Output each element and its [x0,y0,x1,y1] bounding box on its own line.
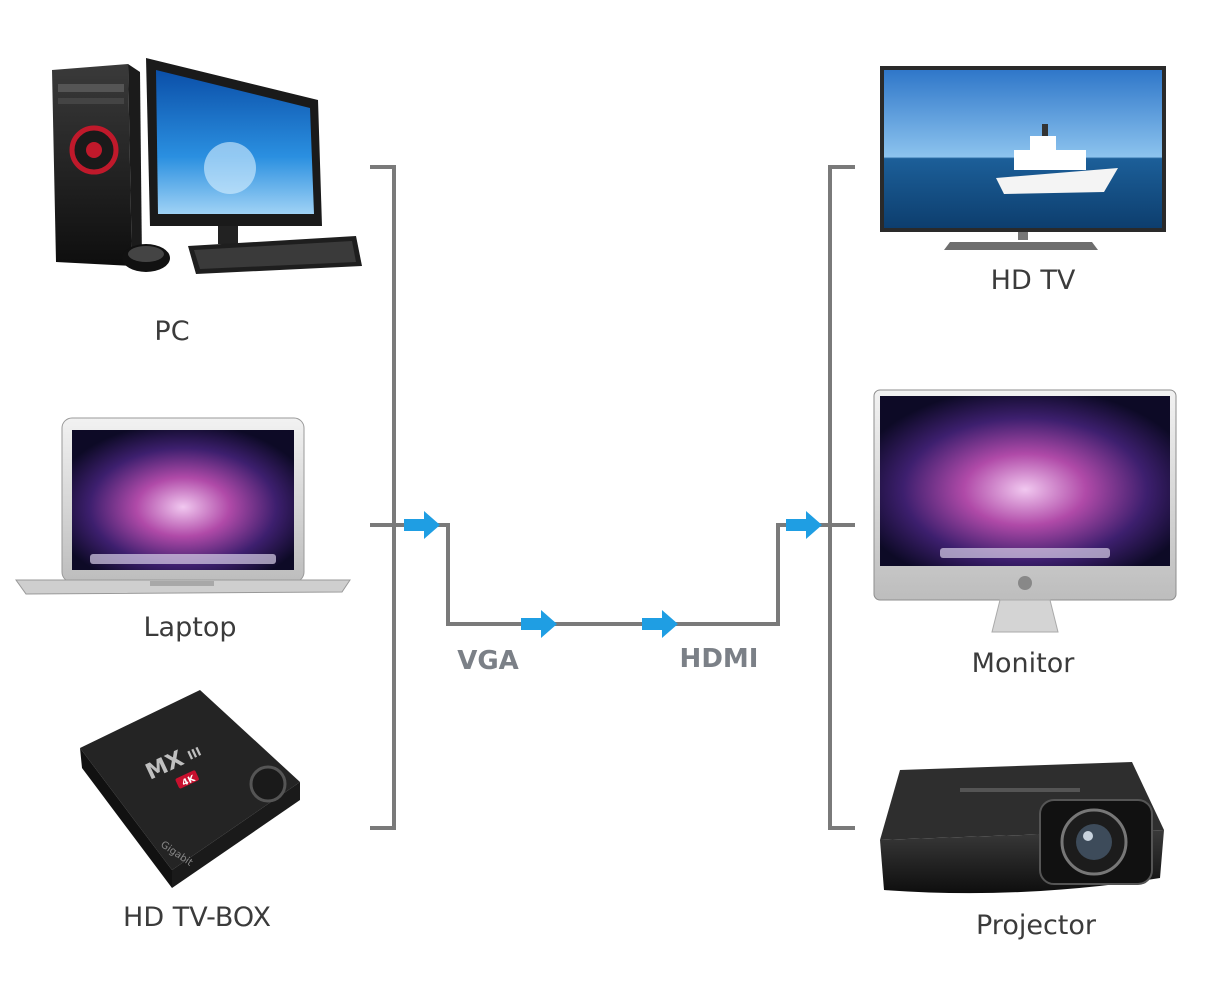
flat-tv-icon [880,66,1166,250]
display-bracket [828,165,855,830]
tv-box-icon: MX III 4K Gigabit [80,690,300,888]
arrow-icon [642,610,678,638]
hdmi-label: HDMI [679,644,759,674]
hd-tv-label: HD TV [990,265,1076,296]
cable-path [394,523,830,626]
desktop-pc-icon [52,58,362,274]
laptop-label: Laptop [143,612,237,643]
vga-label: VGA [457,646,519,676]
pc-label: PC [154,316,190,347]
monitor-icon [873,389,1177,633]
source-bracket [370,165,396,830]
arrow-icon [786,511,822,539]
projector-label: Projector [976,910,1096,941]
tv-box-label: HD TV-BOX [123,902,271,933]
arrow-icon [521,610,557,638]
tv-box-brand-sub: III [185,744,203,762]
arrow-icon [404,511,440,539]
monitor-label: Monitor [971,648,1075,679]
projector-icon [880,762,1164,894]
laptop-icon [15,417,351,595]
